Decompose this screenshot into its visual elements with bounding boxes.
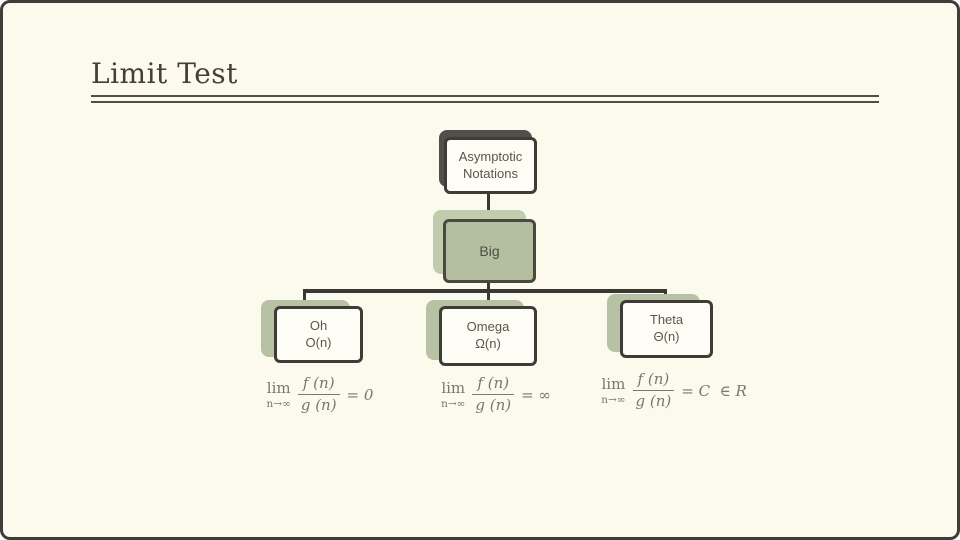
- lim-subscript: n→∞: [266, 397, 291, 410]
- node-card: Asymptotic Notations: [444, 137, 537, 194]
- node-notation: O(n): [305, 334, 332, 350]
- fraction: f (n) g (n): [472, 374, 515, 415]
- node-title: Omega: [466, 319, 510, 335]
- title-underline: [91, 95, 879, 103]
- fraction-numerator: f (n): [472, 374, 515, 396]
- node-title: Theta: [649, 312, 684, 328]
- node-card: Omega Ω(n): [439, 306, 537, 366]
- connector-horizontal-bar: [303, 289, 667, 293]
- lim-operator: lim n→∞: [441, 378, 466, 410]
- formula-result: = C ∈ R: [681, 381, 747, 400]
- lim-operator: lim n→∞: [601, 374, 626, 406]
- lim-label: lim: [266, 378, 291, 397]
- page-title: Limit Test: [91, 57, 238, 90]
- node-card: Theta Θ(n): [620, 300, 713, 358]
- limit-formula-oh: lim n→∞ f (n) g (n) = 0: [255, 374, 385, 415]
- node-label: Big: [479, 242, 500, 259]
- connector-big-to-bar: [487, 281, 490, 293]
- node-theta: Theta Θ(n): [607, 294, 713, 358]
- node-title: Oh: [309, 317, 328, 333]
- limit-formula-theta: lim n→∞ f (n) g (n) = C ∈ R: [589, 370, 759, 411]
- fraction: f (n) g (n): [632, 370, 675, 411]
- fraction: f (n) g (n): [297, 374, 340, 415]
- lim-subscript: n→∞: [441, 397, 466, 410]
- node-card: Oh O(n): [274, 306, 363, 363]
- fraction-denominator: g (n): [475, 396, 512, 415]
- node-notation: Θ(n): [653, 329, 680, 344]
- node-asymptotic-notations: Asymptotic Notations: [439, 130, 537, 194]
- node-label-line1: Asymptotic: [458, 148, 523, 164]
- node-card: Big: [443, 219, 536, 283]
- node-big: Big: [433, 210, 536, 283]
- connector-root-to-big: [487, 194, 490, 222]
- connector-drop-oh: [303, 291, 306, 307]
- node-oh: Oh O(n): [261, 300, 363, 363]
- formula-result: = ∞: [521, 385, 551, 404]
- limit-formula-omega: lim n→∞ f (n) g (n) = ∞: [431, 374, 561, 415]
- node-omega: Omega Ω(n): [426, 300, 537, 366]
- lim-operator: lim n→∞: [266, 378, 291, 410]
- lim-subscript: n→∞: [601, 393, 626, 406]
- node-label-line2: Notations: [463, 165, 518, 181]
- fraction-numerator: f (n): [632, 370, 675, 392]
- formula-result: = 0: [346, 385, 374, 404]
- connector-drop-omega: [487, 291, 490, 307]
- fraction-numerator: f (n): [297, 374, 340, 396]
- node-notation: Ω(n): [475, 336, 501, 351]
- lim-label: lim: [441, 378, 466, 397]
- lim-label: lim: [601, 374, 626, 393]
- fraction-denominator: g (n): [635, 392, 672, 411]
- fraction-denominator: g (n): [300, 396, 337, 415]
